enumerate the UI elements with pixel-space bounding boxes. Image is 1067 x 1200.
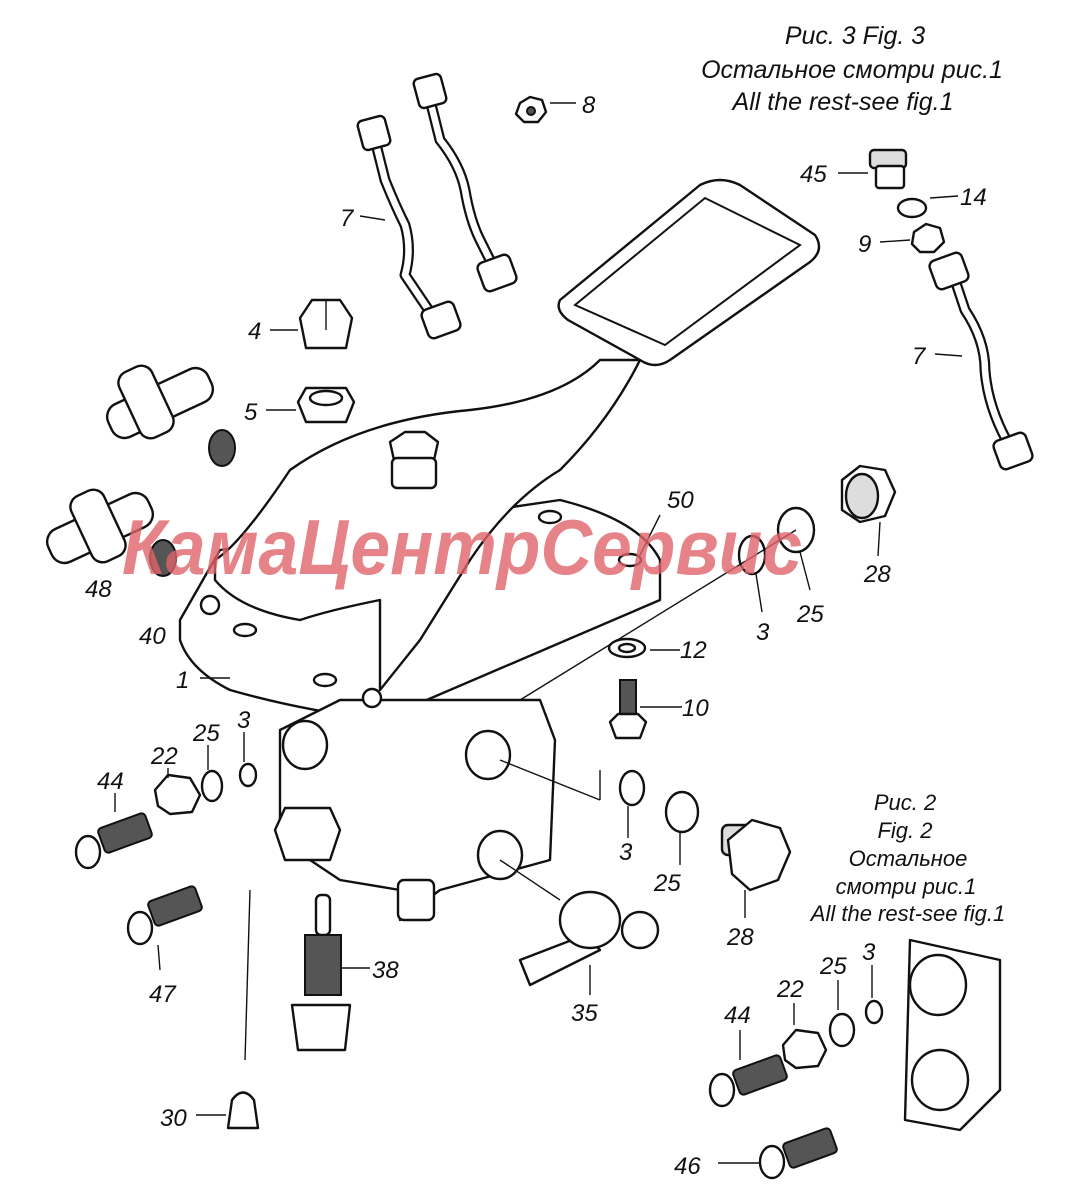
callout-9: 9 bbox=[858, 231, 871, 258]
fig2-note-ru-1: Остальное bbox=[849, 846, 968, 871]
washer-12 bbox=[607, 637, 647, 659]
callout-38: 38 bbox=[372, 957, 399, 984]
callout-22: 22 bbox=[150, 743, 178, 770]
callout-35: 35 bbox=[571, 1000, 598, 1027]
callout-28: 28 bbox=[863, 561, 891, 588]
filter-disc-40 bbox=[149, 539, 177, 577]
washer-25-fig2 bbox=[828, 1012, 856, 1048]
callout-4: 4 bbox=[248, 318, 261, 345]
fitting-46 bbox=[758, 1127, 838, 1180]
callout-3: 3 bbox=[756, 619, 770, 646]
callout-45: 45 bbox=[800, 161, 827, 188]
nut-5 bbox=[296, 386, 356, 424]
callout-46: 46 bbox=[674, 1153, 701, 1180]
fig3-note-en: All the rest-see fig.1 bbox=[731, 88, 954, 116]
callout-12: 12 bbox=[680, 637, 707, 664]
cap-30 bbox=[226, 1091, 260, 1130]
washer-3 bbox=[737, 534, 767, 576]
callout-25-left: 25 bbox=[192, 720, 220, 747]
fitting-45 bbox=[868, 148, 908, 190]
nut-8 bbox=[514, 95, 548, 124]
fig2-inset-body bbox=[903, 938, 1002, 1132]
callout-7: 7 bbox=[340, 205, 355, 232]
fig3-note-ru: Остальное смотри рис.1 bbox=[701, 56, 1003, 84]
washer-25-lower bbox=[664, 790, 700, 834]
callout-22-fig2: 22 bbox=[776, 976, 804, 1003]
washer-14 bbox=[896, 197, 928, 219]
washer-3-fig2 bbox=[864, 999, 884, 1025]
figure2-caption: Рис. 2 Fig. 2 Остальное смотри рис.1 All… bbox=[809, 790, 1005, 926]
callout-25: 25 bbox=[796, 601, 824, 628]
brake-pedal-assembly bbox=[178, 178, 821, 922]
plug-28-lower bbox=[720, 818, 792, 892]
callout-47: 47 bbox=[149, 981, 177, 1008]
callout-30: 30 bbox=[160, 1105, 187, 1132]
figure3-caption: Рис. 3 Fig. 3 Остальное смотри рис.1 All… bbox=[701, 22, 1003, 116]
callout-40: 40 bbox=[139, 623, 166, 650]
washer-3-lower bbox=[618, 769, 646, 807]
fig2-title-en: Fig. 2 bbox=[877, 818, 932, 843]
tube-7-left bbox=[356, 114, 462, 340]
valve-35 bbox=[518, 890, 660, 987]
callout-28-lower: 28 bbox=[726, 924, 754, 951]
callout-3-lower: 3 bbox=[619, 839, 633, 866]
fig2-title-ru: Рис. 2 bbox=[874, 790, 936, 815]
callout-10: 10 bbox=[682, 695, 709, 722]
callout-5: 5 bbox=[244, 399, 258, 426]
nut-22-fig2 bbox=[781, 1028, 828, 1070]
callout-7-right: 7 bbox=[912, 343, 927, 370]
fig3-title: Рис. 3 Fig. 3 bbox=[785, 22, 925, 50]
filter-disc bbox=[208, 429, 236, 467]
callout-25-fig2: 25 bbox=[819, 953, 847, 980]
callout-50: 50 bbox=[667, 487, 694, 514]
sensor-38 bbox=[290, 893, 352, 1052]
washer-3-left bbox=[238, 762, 258, 788]
tube-7-right bbox=[928, 251, 1034, 471]
nut-9 bbox=[910, 222, 946, 254]
washer-25-left bbox=[200, 769, 224, 803]
fitting-47 bbox=[126, 885, 203, 946]
tube-7-middle bbox=[412, 72, 518, 293]
fitting-44-fig2 bbox=[708, 1054, 788, 1108]
fig2-note-en: All the rest-see fig.1 bbox=[809, 901, 1005, 926]
plug-28 bbox=[840, 464, 897, 524]
callout-3-fig2: 3 bbox=[862, 939, 876, 966]
callout-1: 1 bbox=[176, 667, 189, 694]
callout-3-left: 3 bbox=[237, 707, 251, 734]
callout-44-fig2: 44 bbox=[724, 1002, 751, 1029]
callout-14: 14 bbox=[960, 184, 987, 211]
callout-8: 8 bbox=[582, 92, 596, 119]
callout-48: 48 bbox=[85, 576, 112, 603]
callout-44: 44 bbox=[97, 768, 124, 795]
watermark: КамаЦентрСервис bbox=[122, 503, 802, 591]
callouts: 8 7 45 14 9 7 4 5 50 28 25 3 48 40 1 12 … bbox=[85, 92, 987, 1180]
bolt-10 bbox=[608, 679, 648, 740]
fig2-note-ru-2: смотри рис.1 bbox=[836, 874, 977, 899]
cap-4 bbox=[298, 298, 354, 350]
tee-fitting-upper bbox=[105, 364, 236, 467]
nut-22 bbox=[153, 773, 202, 816]
callout-25-lower: 25 bbox=[653, 870, 681, 897]
fitting-44 bbox=[74, 812, 153, 870]
tee-fitting-48 bbox=[45, 488, 177, 577]
